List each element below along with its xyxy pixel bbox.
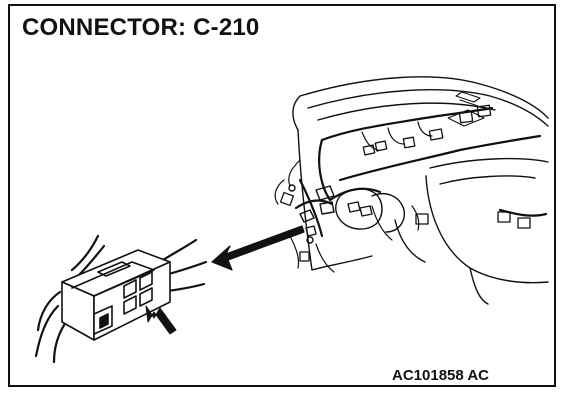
reference-code: AC101858 AC <box>392 367 489 384</box>
harness-connectors <box>279 104 531 262</box>
instrument-panel-outline <box>292 76 549 305</box>
terminal-arrow <box>145 305 177 335</box>
wiring-harness-thin <box>274 121 433 273</box>
connector-cluster <box>288 184 405 244</box>
diagram-title: CONNECTOR: C-210 <box>22 14 260 41</box>
location-arrow <box>211 225 305 271</box>
wiring-harness <box>294 106 548 238</box>
connector-c-210-detail <box>34 234 208 364</box>
defroster-vent <box>447 91 485 127</box>
